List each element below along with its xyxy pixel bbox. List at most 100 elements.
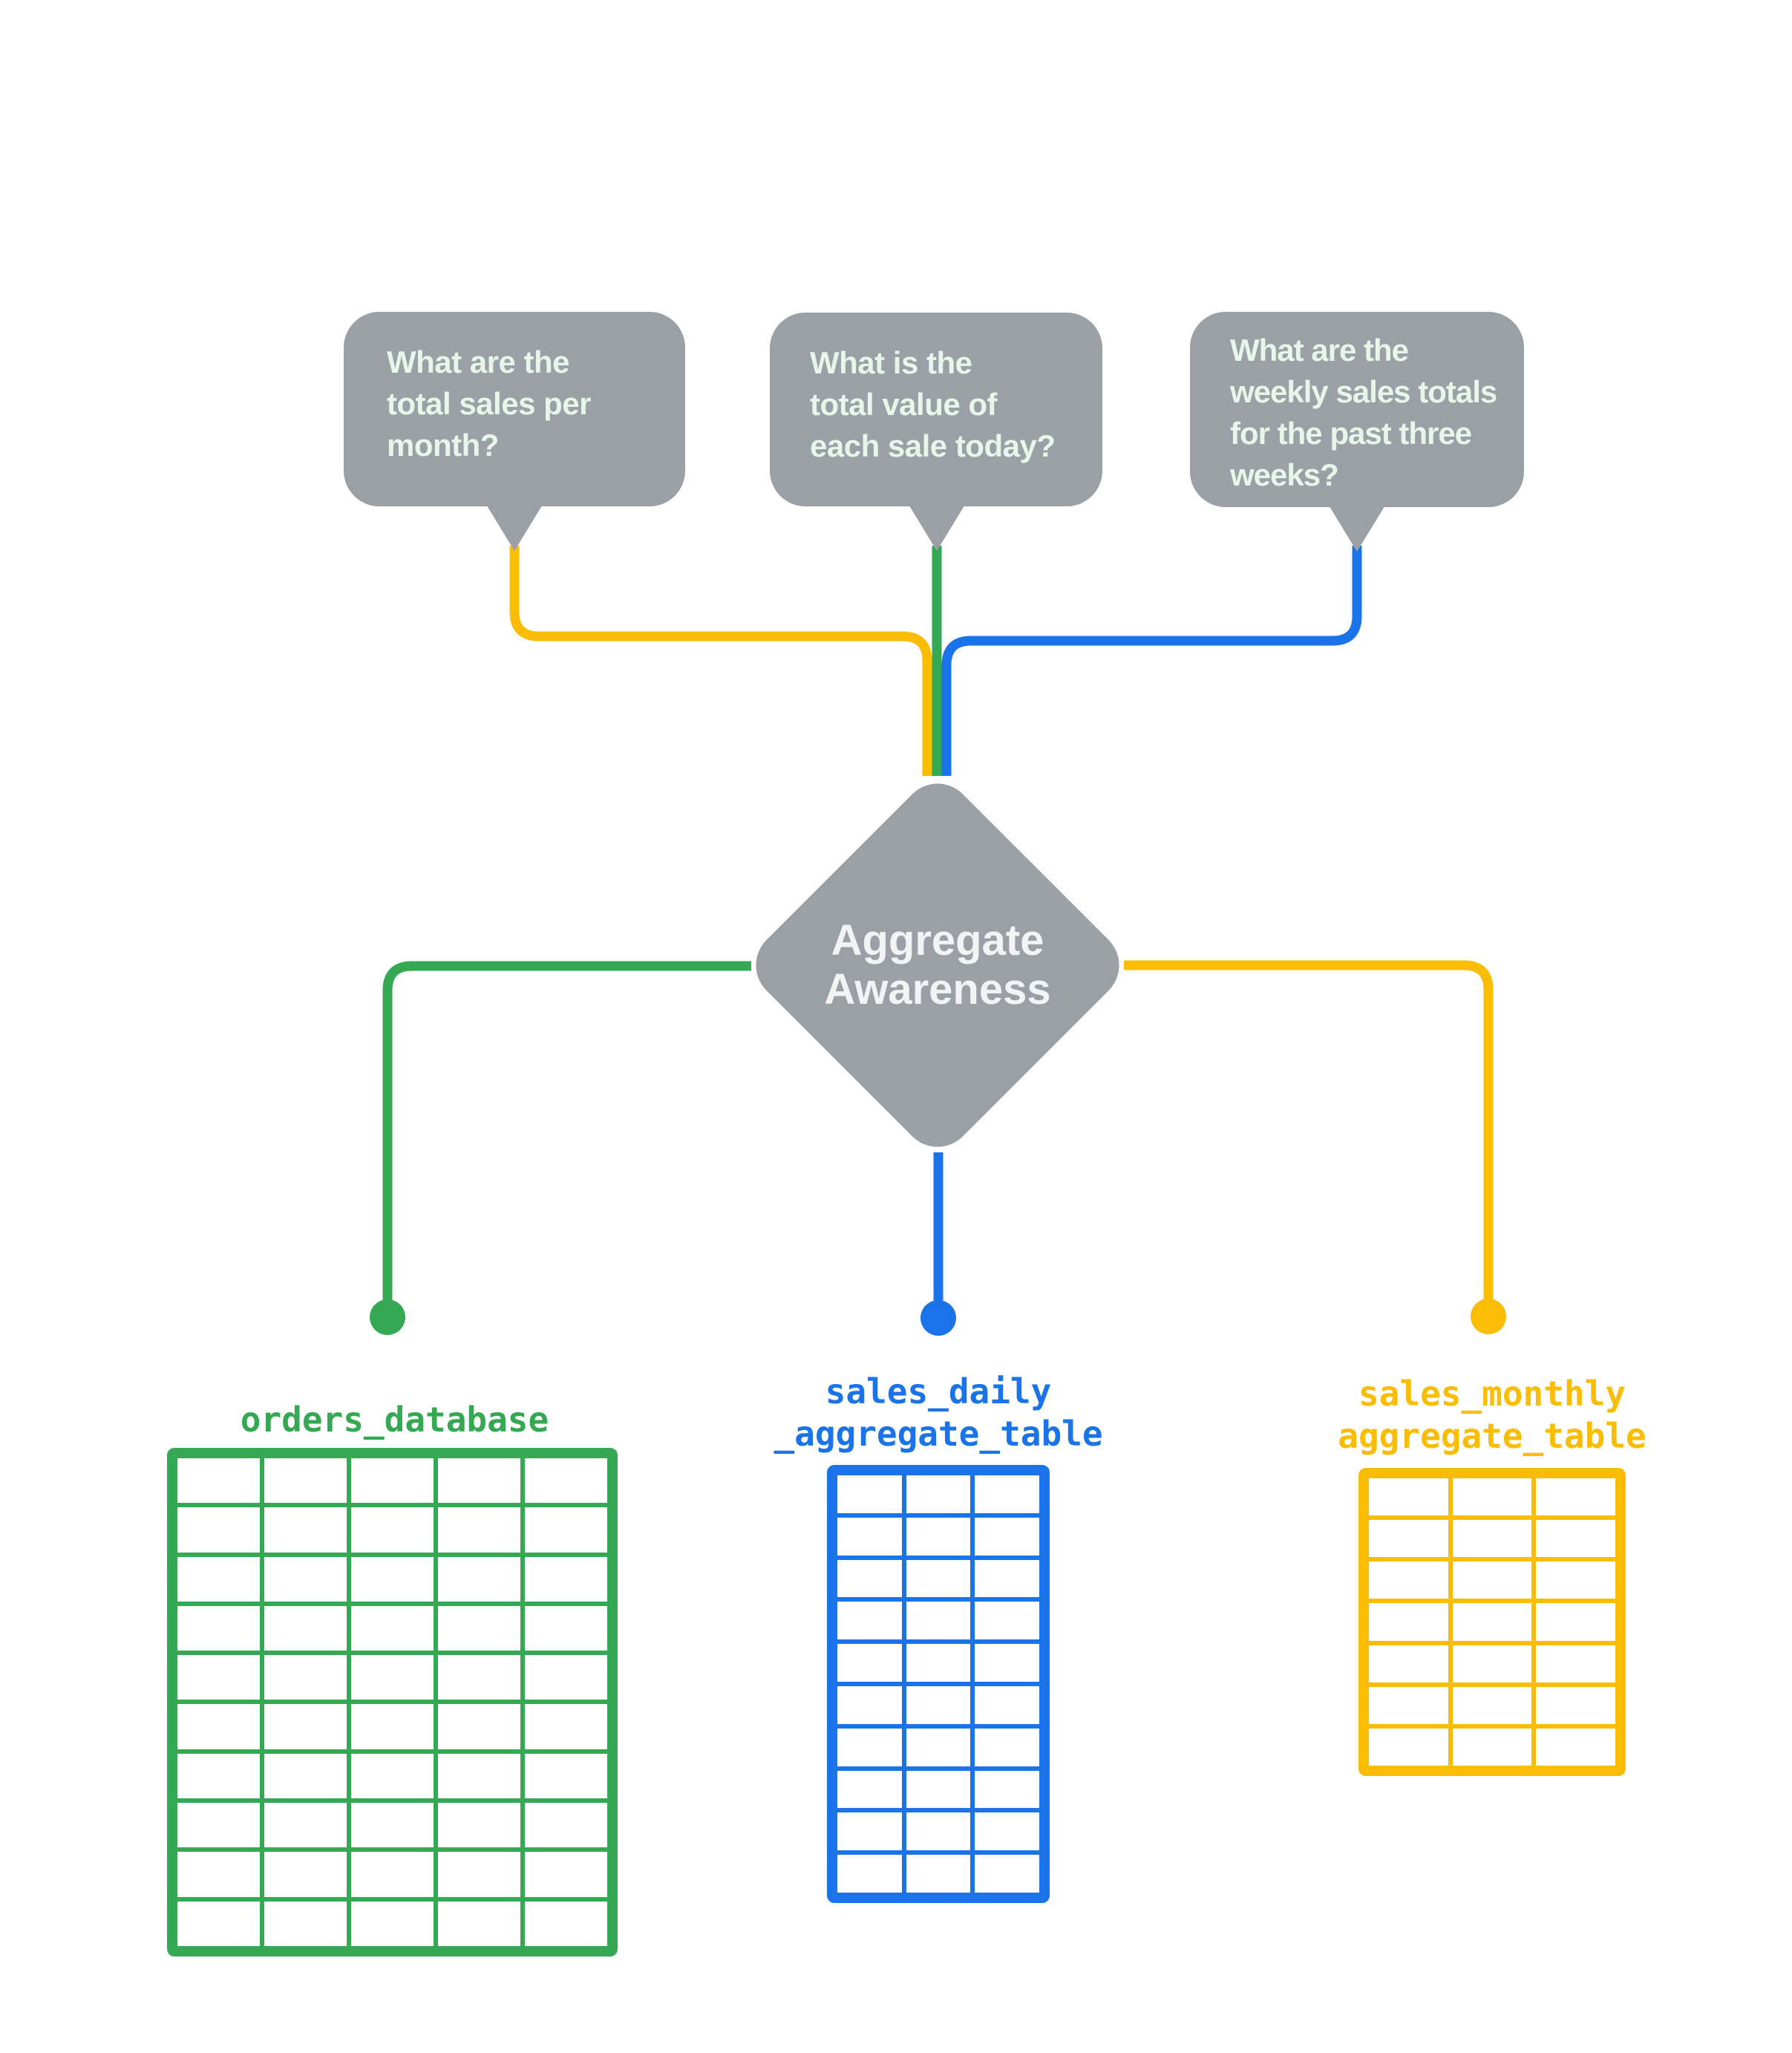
sales-daily-aggregate-table — [827, 1465, 1050, 1903]
table-cell — [837, 1728, 902, 1766]
table-cell — [264, 1803, 347, 1848]
table-cell — [351, 1852, 434, 1897]
table-cell — [975, 1728, 1039, 1766]
bubble-tail — [908, 503, 966, 551]
table-cell — [177, 1901, 260, 1946]
table-cell — [525, 1901, 607, 1946]
table-cell — [264, 1753, 347, 1799]
table-cell — [264, 1458, 347, 1504]
table-cell — [906, 1770, 971, 1809]
table-cell — [837, 1685, 902, 1724]
table-cell — [837, 1770, 902, 1809]
table-cell — [177, 1556, 260, 1602]
table-cell — [177, 1458, 260, 1504]
table-cell — [1452, 1520, 1532, 1558]
sales-monthly-aggregate-table — [1358, 1468, 1626, 1776]
table-cell — [438, 1852, 520, 1897]
table-cell — [438, 1803, 520, 1848]
table-cell — [906, 1812, 971, 1851]
table-cell — [975, 1685, 1039, 1724]
text-line: month? — [387, 428, 499, 463]
table-cell — [177, 1803, 260, 1848]
table-cell — [906, 1644, 971, 1682]
table-cell — [1536, 1520, 1615, 1558]
table-cell — [438, 1655, 520, 1700]
table-cell — [975, 1559, 1039, 1598]
text-line: sales_monthly — [1358, 1374, 1626, 1414]
table-cell — [264, 1556, 347, 1602]
table-cell — [351, 1704, 434, 1749]
text-line: What are the — [1230, 333, 1409, 368]
table-cell — [837, 1475, 902, 1513]
table-cell — [906, 1728, 971, 1766]
table-cell — [1452, 1728, 1532, 1766]
table-cell — [975, 1770, 1039, 1809]
table-cell — [906, 1475, 971, 1513]
table-cell — [1452, 1686, 1532, 1724]
table-cell — [525, 1704, 607, 1749]
table-cell — [264, 1901, 347, 1946]
table-cell — [1536, 1686, 1615, 1724]
text-line: sales_daily — [825, 1371, 1052, 1411]
table-cell — [177, 1507, 260, 1553]
table-cell — [1536, 1603, 1615, 1641]
orders-database-label: orders_database — [169, 1399, 620, 1441]
table-cell — [525, 1803, 607, 1848]
orders-database-table — [167, 1448, 618, 1956]
table-cell — [351, 1753, 434, 1799]
text-line: weeks? — [1230, 457, 1339, 492]
table-cell — [525, 1753, 607, 1799]
table-cell — [264, 1507, 347, 1553]
table-cell — [264, 1655, 347, 1700]
text-line: each sale today? — [810, 428, 1056, 463]
table-cell — [525, 1458, 607, 1504]
table-cell — [837, 1602, 902, 1640]
table-cell — [264, 1852, 347, 1897]
table-cell — [438, 1704, 520, 1749]
table-cell — [837, 1517, 902, 1556]
table-cell — [438, 1901, 520, 1946]
connector-weekly-question — [941, 546, 1362, 776]
table-cell — [525, 1556, 607, 1602]
table-cell — [837, 1855, 902, 1893]
table-cell — [975, 1517, 1039, 1556]
text-line: for the past three — [1230, 416, 1472, 451]
text-line: _aggregate_table — [774, 1414, 1103, 1454]
connector-sales-monthly — [1124, 960, 1494, 1300]
table-cell — [975, 1602, 1039, 1640]
table-cell — [525, 1605, 607, 1651]
connector-orders-database — [382, 961, 751, 1301]
table-cell — [1452, 1561, 1532, 1599]
table-cell — [906, 1559, 971, 1598]
bubble-tail — [1328, 504, 1386, 552]
table-cell — [1369, 1561, 1448, 1599]
table-cell — [525, 1852, 607, 1897]
table-cell — [351, 1655, 434, 1700]
table-cell — [438, 1605, 520, 1651]
text-line: weekly sales totals — [1230, 374, 1497, 409]
table-cell — [1369, 1603, 1448, 1641]
table-cell — [438, 1507, 520, 1553]
endpoint-dot-sales-daily — [920, 1300, 956, 1336]
table-cell — [906, 1517, 971, 1556]
table-cell — [177, 1655, 260, 1700]
table-cell — [1369, 1686, 1448, 1724]
table-cell — [177, 1704, 260, 1749]
table-cell — [906, 1602, 971, 1640]
table-cell — [1452, 1478, 1532, 1516]
connector-monthly-question — [509, 546, 932, 776]
text-line: Aggregate — [831, 916, 1044, 965]
table-cell — [438, 1556, 520, 1602]
table-cell — [1536, 1728, 1615, 1766]
table-cell — [438, 1753, 520, 1799]
table-cell — [351, 1556, 434, 1602]
table-cell — [1536, 1561, 1615, 1599]
table-cell — [264, 1605, 347, 1651]
table-cell — [975, 1475, 1039, 1513]
